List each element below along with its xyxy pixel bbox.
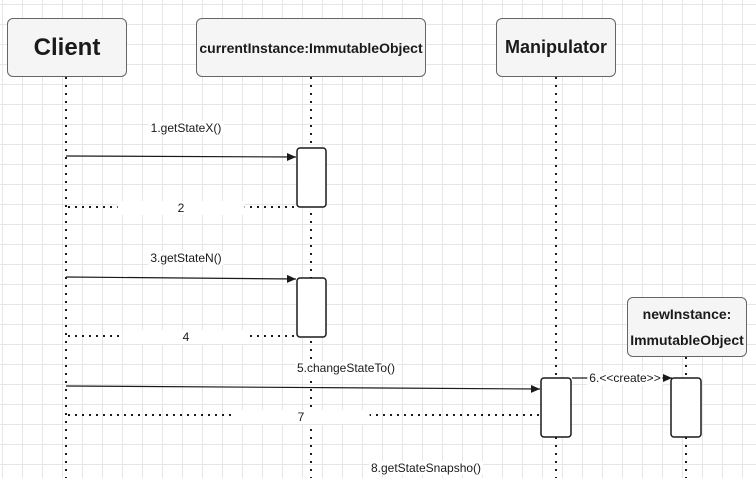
participant-new-instance: newInstance: ImmutableObject xyxy=(627,297,747,357)
message-label-2: 2 xyxy=(117,201,245,215)
arrow-msg-1 xyxy=(65,152,297,161)
participant-new-instance-label-line1: newInstance: xyxy=(642,306,732,322)
message-label-7: 7 xyxy=(232,410,370,424)
participant-manipulator: Manipulator xyxy=(496,18,616,77)
participant-client-label: Client xyxy=(33,33,101,61)
arrow-msg-3 xyxy=(65,274,297,283)
message-label-8: 8.getStateSnapsho() xyxy=(368,461,484,475)
participant-current-instance: currentInstance:ImmutableObject xyxy=(196,18,426,77)
participant-current-instance-label: currentInstance:ImmutableObject xyxy=(199,39,423,56)
participant-new-instance-label-line2: ImmutableObject xyxy=(630,332,744,348)
activation-current-2 xyxy=(296,277,327,338)
arrow-msg-5 xyxy=(65,384,541,393)
activation-manipulator xyxy=(540,377,572,438)
activation-current-1 xyxy=(296,147,327,208)
message-label-4: 4 xyxy=(122,330,250,344)
message-label-6: 6.<<create>> xyxy=(587,371,663,385)
activation-new xyxy=(670,377,702,438)
message-label-3: 3.getStateN() xyxy=(148,251,224,265)
participant-client: Client xyxy=(7,18,127,77)
message-label-1: 1.getStateX() xyxy=(148,121,224,135)
participant-manipulator-label: Manipulator xyxy=(505,37,607,57)
message-label-5: 5.changeStateTo() xyxy=(294,361,398,375)
